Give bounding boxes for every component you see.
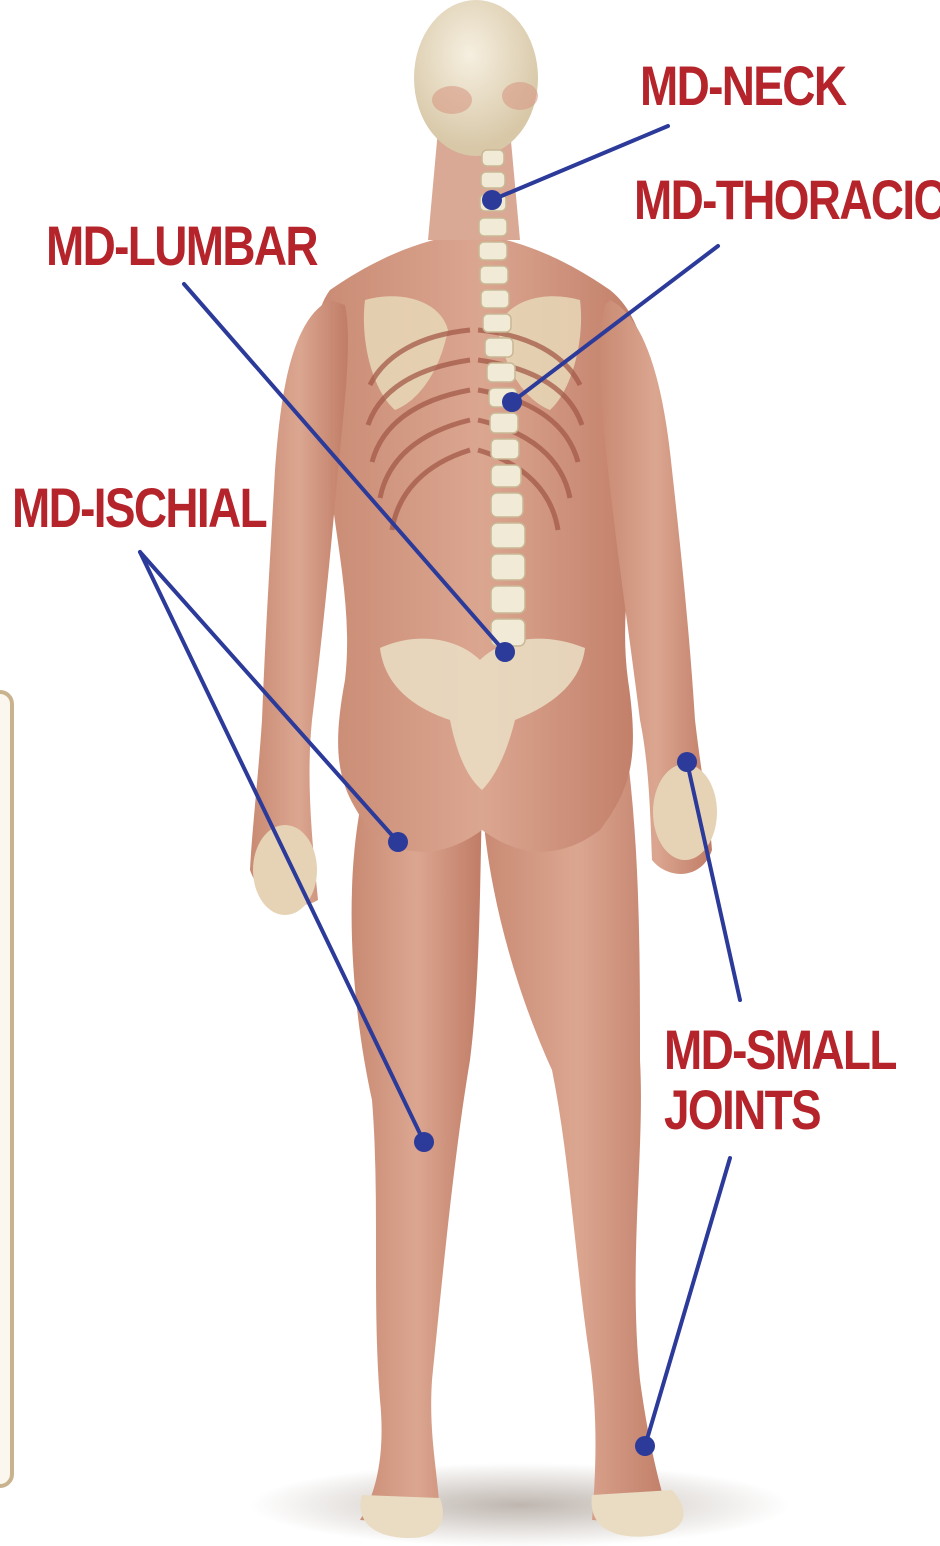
label-md-small-joints-line1: MD-SMALL	[664, 1020, 896, 1080]
label-md-small-joints: MD-SMALL JOINTS	[664, 1020, 896, 1141]
knee-marker	[414, 1132, 434, 1152]
head	[414, 0, 538, 156]
small-joints-lower-leader-line	[645, 1158, 730, 1446]
ischial-marker	[388, 832, 408, 852]
label-md-lumbar: MD-LUMBAR	[46, 218, 317, 274]
neck-marker	[482, 190, 502, 210]
label-md-small-joints-line2: JOINTS	[664, 1080, 896, 1140]
ankle-marker	[635, 1436, 655, 1456]
label-md-thoracic: MD-THORACIC	[634, 172, 940, 228]
lumbar-marker	[495, 642, 515, 662]
thoracic-marker	[502, 392, 522, 412]
wrist-marker	[677, 752, 697, 772]
right-leg	[482, 760, 672, 1525]
label-md-ischial: MD-ISCHIAL	[12, 480, 266, 536]
floor-shadow	[250, 1463, 790, 1546]
label-md-neck: MD-NECK	[640, 58, 845, 114]
